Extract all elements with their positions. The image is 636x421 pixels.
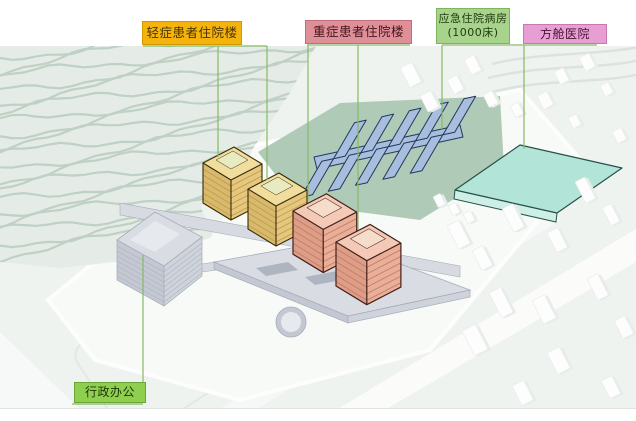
emergency-ward-building xyxy=(300,95,477,198)
callout-label-mild-inpatient: 轻症患者住院楼 xyxy=(142,21,242,45)
callout-label-admin-office: 行政办公 xyxy=(74,382,146,403)
emergency-label-line2: (1000床) xyxy=(447,26,499,39)
bottom-margin xyxy=(0,408,636,421)
callout-leader-lines xyxy=(72,44,597,405)
callout-label-emergency-ward: 应急住院病房 (1000床) xyxy=(436,8,510,44)
admin-tower xyxy=(116,211,203,307)
callout-label-fangcang-hospital: 方舱医院 xyxy=(523,24,607,44)
emergency-label-line1: 应急住院病房 xyxy=(438,12,508,26)
ground-and-roads xyxy=(0,46,636,421)
callout-label-severe-inpatient: 重症患者住院楼 xyxy=(305,20,412,44)
context-buildings xyxy=(399,53,636,406)
fangcang-building xyxy=(453,144,623,223)
